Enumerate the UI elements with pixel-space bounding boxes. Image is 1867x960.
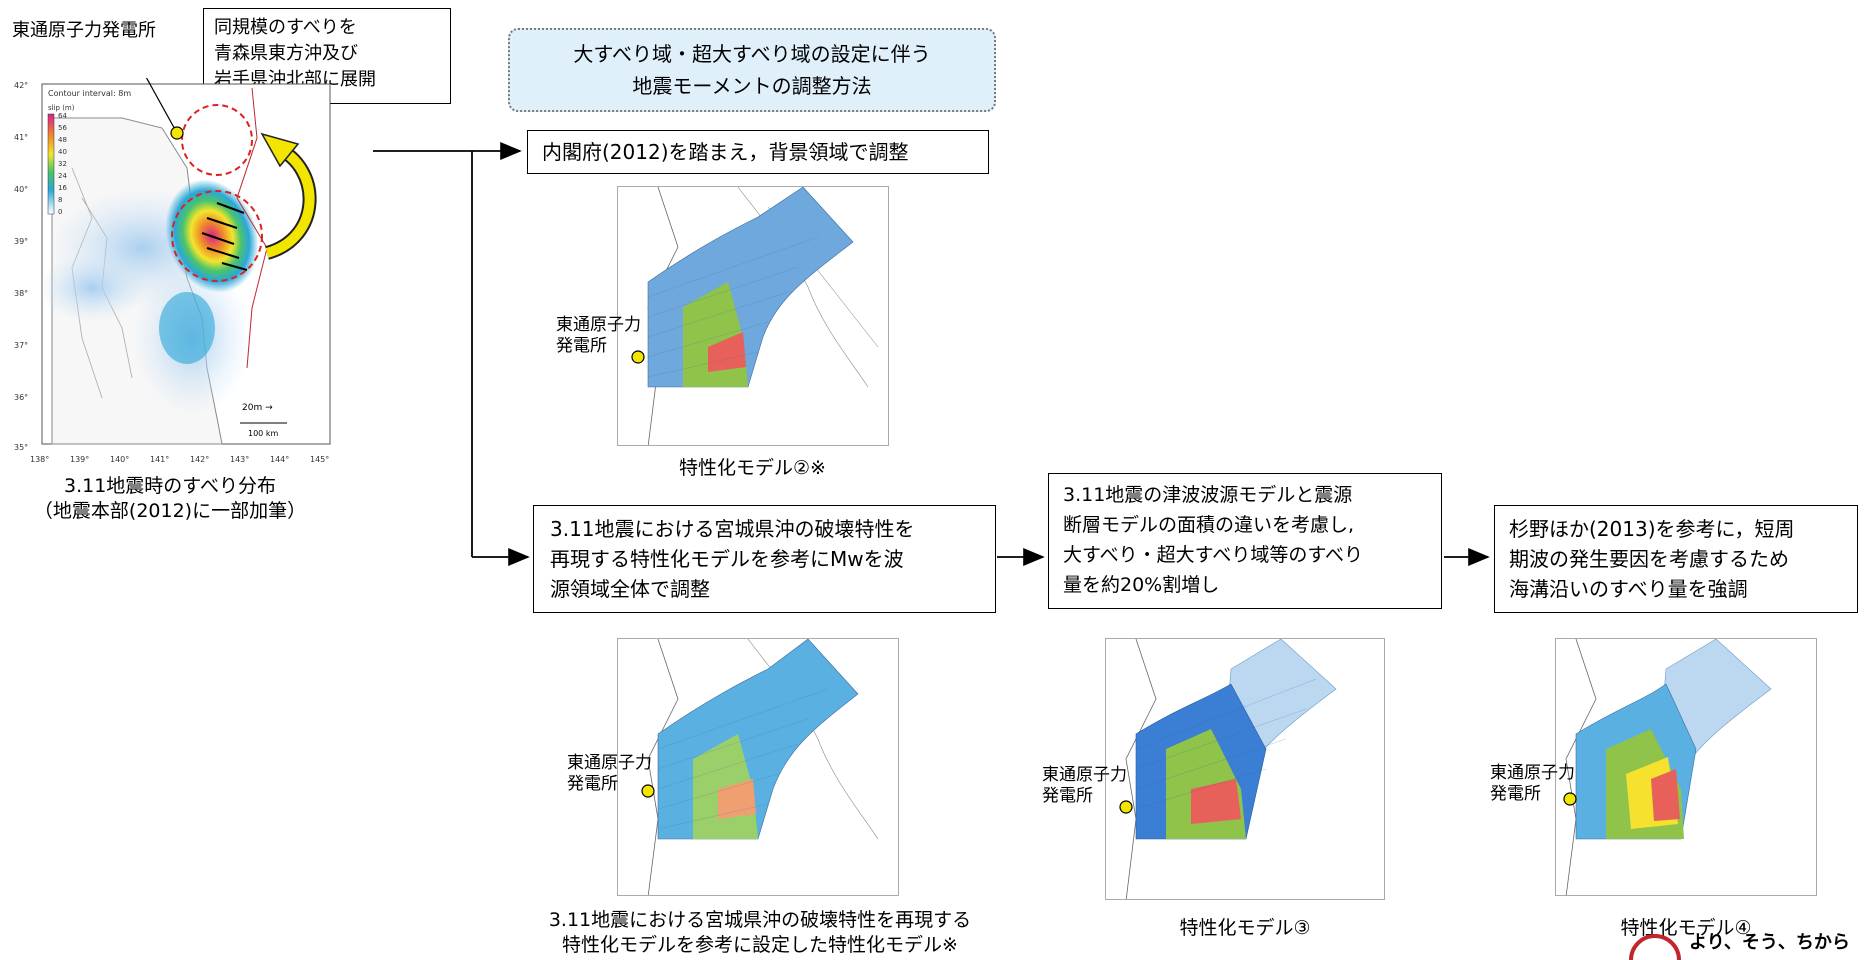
model4-map (1555, 638, 1817, 896)
slip-tick: 24 (58, 172, 67, 180)
curved-arrow-icon (260, 132, 300, 168)
lon-tick: 140° (110, 455, 129, 464)
lon-tick: 138° (30, 455, 49, 464)
method-header: 大すべり域・超大すべり域の設定に伴う 地震モーメントの調整方法 (508, 28, 996, 112)
model4-caption: 特性化モデル④ (1620, 917, 1752, 939)
lat-tick: 37° (14, 341, 28, 350)
lat-tick: 39° (14, 237, 28, 246)
contour-interval: Contour interval: 8m (48, 89, 131, 98)
plant-line1: 東通原子力 (556, 315, 641, 335)
method-header-line1: 大すべり域・超大すべり域の設定に伴う (573, 42, 931, 66)
slip-tick: 0 (58, 208, 62, 216)
plant-marker (1119, 800, 1133, 814)
lon-tick: 139° (70, 455, 89, 464)
step2-line2: 断層モデルの面積の違いを考慮し, (1063, 514, 1355, 536)
model2-plant-label: 東通原子力 発電所 (556, 315, 641, 357)
branch-lower-box: 3.11地震における宮城県沖の破壊特性を 再現する特性化モデルを参考にMwを波 … (533, 505, 996, 613)
model3-map (1105, 638, 1385, 900)
expansion-note-line2: 青森県東方沖及び (214, 43, 358, 64)
plant-line2: 発電所 (556, 336, 607, 356)
branch-lower-line2: 再現する特性化モデルを参考にMwを波 (550, 547, 904, 571)
modelA-plant-label: 東通原子力 発電所 (567, 753, 652, 795)
plant-label-top: 東通原子力発電所 (12, 20, 156, 41)
step2-line1: 3.11地震の津波波源モデルと震源 (1063, 484, 1353, 506)
slip-tick: 16 (58, 184, 67, 192)
model2-caption: 特性化モデル②※ (679, 457, 826, 479)
plant-line1: 東通原子力 (1042, 765, 1127, 785)
step3-line2: 期波の発生要因を考慮するため (1509, 547, 1789, 571)
company-logo: より、そう、ちから (1625, 930, 1865, 960)
lon-tick: 143° (230, 455, 249, 464)
model4-plant-label: 東通原子力 発電所 (1490, 763, 1575, 805)
model3-caption: 特性化モデル③ (1179, 917, 1311, 939)
slip-map: slip (m) 64 56 48 40 32 24 16 8 0 Contou… (12, 47, 332, 470)
step2-line4: 量を約20%割増し (1063, 574, 1220, 596)
vector-scale-label: 20m → (242, 403, 273, 413)
plant-line2: 発電所 (1042, 786, 1093, 806)
plant-marker (641, 784, 655, 798)
branch-lower-line3: 源領域全体で調整 (550, 577, 710, 601)
slip-map-caption-line1: 3.11地震時のすべり分布 (64, 475, 276, 497)
lon-tick: 142° (190, 455, 209, 464)
slip-tick: 56 (58, 124, 67, 132)
plant-marker (631, 350, 645, 364)
branch-upper-label: 内閣府(2012)を踏まえ，背景領域で調整 (542, 140, 909, 164)
lat-tick: 36° (14, 393, 28, 402)
slip-map-caption-line2: （地震本部(2012)に一部加筆） (33, 500, 307, 522)
step2-box: 3.11地震の津波波源モデルと震源 断層モデルの面積の違いを考慮し, 大すべり・… (1048, 473, 1442, 609)
logo-circle-icon (1629, 934, 1681, 960)
branch-upper-box: 内閣府(2012)を踏まえ，背景領域で調整 (527, 130, 989, 174)
step2-line3: 大すべり・超大すべり域等のすべり (1063, 544, 1364, 566)
step3-box: 杉野ほか(2013)を参考に，短周 期波の発生要因を考慮するため 海溝沿いのすべ… (1494, 505, 1858, 613)
expansion-note-line1: 同規模のすべりを (214, 17, 357, 38)
step3-line1: 杉野ほか(2013)を参考に，短周 (1509, 517, 1795, 541)
lat-tick: 42° (14, 81, 28, 90)
plant-marker (170, 126, 184, 140)
distance-scale-label: 100 km (248, 429, 278, 438)
lat-tick: 40° (14, 185, 28, 194)
slip-title: slip (m) (48, 104, 75, 112)
modelA-caption: 3.11地震における宮城県沖の破壊特性を再現する 特性化モデルを参考に設定した特… (480, 908, 1040, 958)
slip-tick: 8 (58, 196, 62, 204)
plant-line1: 東通原子力 (567, 753, 652, 773)
slip-tick: 48 (58, 136, 67, 144)
modelA-map (617, 638, 899, 896)
method-header-line2: 地震モーメントの調整方法 (632, 74, 872, 98)
lat-tick: 41° (14, 133, 28, 142)
plant-line1: 東通原子力 (1490, 763, 1575, 783)
slip-tick: 40 (58, 148, 67, 156)
lon-tick: 145° (310, 455, 329, 464)
slip-tick: 64 (58, 112, 67, 120)
modelA-caption-line2: 特性化モデルを参考に設定した特性化モデル※ (562, 934, 958, 956)
modelA-caption-line1: 3.11地震における宮城県沖の破壊特性を再現する (548, 909, 972, 931)
slip-map-caption: 3.11地震時のすべり分布 （地震本部(2012)に一部加筆） (0, 474, 340, 524)
logo-text: より、そう、ちから (1689, 932, 1850, 953)
lon-tick: 141° (150, 455, 169, 464)
plant-line2: 発電所 (1490, 784, 1541, 804)
lon-tick: 144° (270, 455, 289, 464)
model2-map (617, 186, 889, 446)
plant-line2: 発電所 (567, 774, 618, 794)
slip-tick: 32 (58, 160, 67, 168)
branch-lower-line1: 3.11地震における宮城県沖の破壊特性を (550, 517, 915, 541)
step3-line3: 海溝沿いのすべり量を強調 (1509, 577, 1748, 601)
lat-tick: 38° (14, 289, 28, 298)
plant-marker (1563, 792, 1577, 806)
model3-plant-label: 東通原子力 発電所 (1042, 765, 1127, 807)
lat-tick: 35° (14, 443, 28, 452)
